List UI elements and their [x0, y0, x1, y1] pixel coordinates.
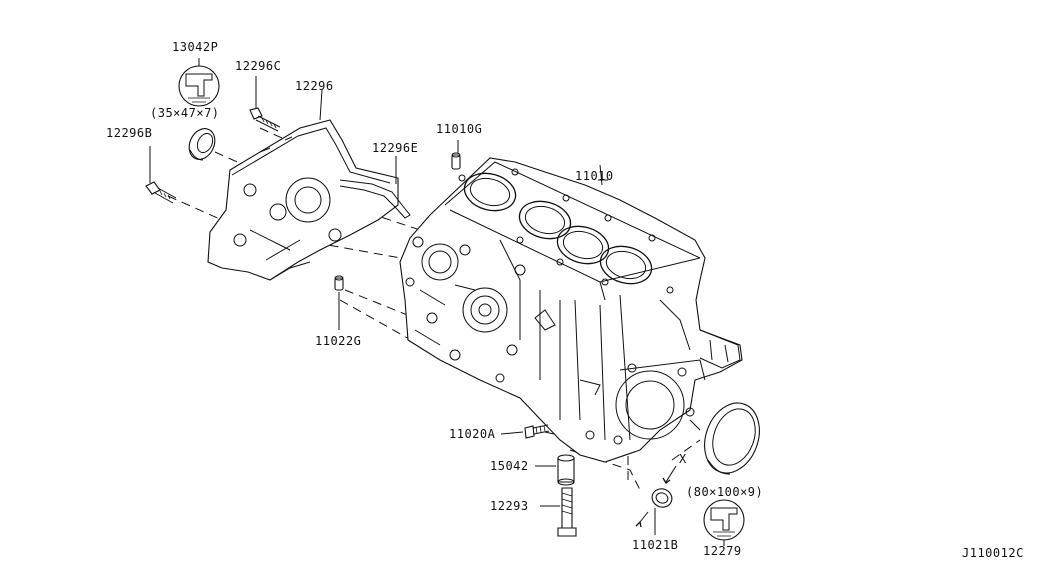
rear-oil-seal[interactable]: [695, 395, 768, 480]
front-seal-detail-callout: [178, 58, 220, 107]
label-11010g: 11010G: [436, 122, 482, 136]
label-12293: 12293: [490, 499, 529, 513]
bolt-12296c[interactable]: [249, 76, 281, 132]
diagram-id: J110012C: [962, 546, 1024, 560]
dowel-pin-11010g[interactable]: [451, 140, 461, 170]
label-11022g: 11022G: [315, 334, 361, 348]
label-12296: 12296: [295, 79, 334, 93]
gasket-12296e[interactable]: [339, 156, 411, 219]
label-12296c: 12296C: [235, 59, 281, 73]
front-oil-seal[interactable]: [184, 124, 219, 163]
dowel-pin-11022g[interactable]: [334, 275, 344, 330]
label-12279: 12279: [703, 544, 742, 558]
label-12296e: 12296E: [372, 141, 418, 155]
label-x: X: [679, 452, 687, 466]
label-12296b: 12296B: [106, 126, 152, 140]
bolt-11020a[interactable]: [500, 424, 550, 439]
label-seal-front-size: (35×47×7): [150, 106, 220, 120]
front-cover-12296[interactable]: [207, 89, 399, 281]
label-15042: 15042: [490, 459, 529, 473]
cylinder-block-11010[interactable]: [399, 157, 743, 463]
plug-11021b[interactable]: [635, 486, 674, 535]
label-11020a: 11020A: [449, 427, 496, 441]
bolt-12293[interactable]: [540, 487, 577, 537]
part-labels: 13042P 12296C 12296 (35×47×7) 12296B 122…: [106, 40, 1024, 560]
bolt-12296b[interactable]: [145, 146, 177, 204]
rear-seal-detail-callout: [703, 499, 745, 546]
label-11021b: 11021B: [632, 538, 678, 552]
label-seal-rear-size: (80×100×9): [686, 485, 763, 499]
label-11010: 11010: [575, 169, 614, 183]
label-13042p: 13042P: [172, 40, 218, 54]
x-mark-arrow: [662, 465, 677, 484]
bushing-15042[interactable]: [535, 454, 575, 486]
